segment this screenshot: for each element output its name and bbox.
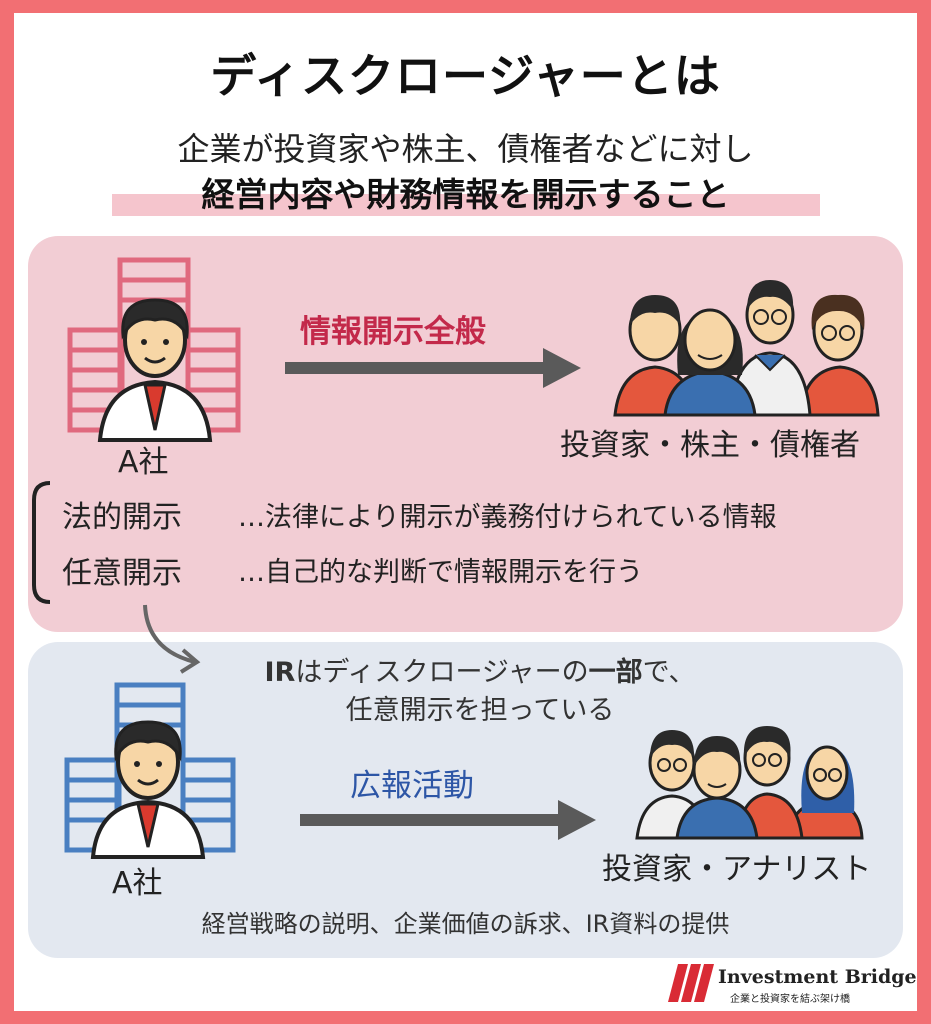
audience-label-bottom: 投資家・アナリスト (602, 852, 872, 887)
company-label-bottom: A社 (112, 866, 163, 901)
businessman-icon-top (97, 298, 213, 442)
bottom-footer-text: 経営戦略の説明、企業価値の訴求、IR資料の提供 (201, 910, 730, 938)
ir-note-line-1: IRはディスクロージャーの一部で、 (200, 650, 760, 689)
company-label-top: A社 (118, 445, 169, 480)
investors-analysts-group-icon (635, 726, 864, 840)
investment-bridge-logo-icon (668, 964, 714, 1002)
businessman-icon-bottom (90, 720, 206, 859)
ir-note-line-2: 任意開示を担っている (345, 695, 615, 726)
curved-arrow-icon (143, 604, 201, 674)
audience-label-top: 投資家・株主・債権者 (560, 428, 860, 463)
top-arrow-label: 情報開示全般 (300, 314, 486, 350)
brand-tagline: 企業と投資家を結ぶ架け橋 (730, 994, 850, 1005)
ir-part-term: 一部 (588, 657, 643, 688)
bottom-arrow-label: 広報活動 (350, 768, 474, 804)
right-arrow-icon-top (285, 348, 581, 388)
right-arrow-icon-bottom (300, 800, 596, 840)
subtitle-line-2: 経営内容や財務情報を開示すること (201, 175, 730, 214)
subtitle-highlight (112, 194, 820, 216)
ir-note-text: はディスクロージャーの (295, 657, 589, 688)
bracket-icon (32, 481, 51, 604)
voluntary-disclosure-term: 任意開示 (62, 556, 182, 591)
voluntary-disclosure-desc: …自己的な判断で情報開示を行う (238, 557, 643, 588)
ir-note-comma: で、 (642, 657, 696, 688)
brand-name: Investment Bridge (718, 966, 917, 988)
investors-group-icon-top (613, 280, 880, 417)
ir-term: IR (264, 657, 296, 688)
page-title: ディスクロージャーとは (210, 49, 721, 103)
subtitle-line-1: 企業が投資家や株主、債権者などに対し (177, 130, 754, 168)
legal-disclosure-desc: …法律により開示が義務付けられている情報 (238, 502, 777, 533)
company-building-icon-top (67, 257, 241, 433)
legal-disclosure-term: 法的開示 (62, 500, 182, 535)
